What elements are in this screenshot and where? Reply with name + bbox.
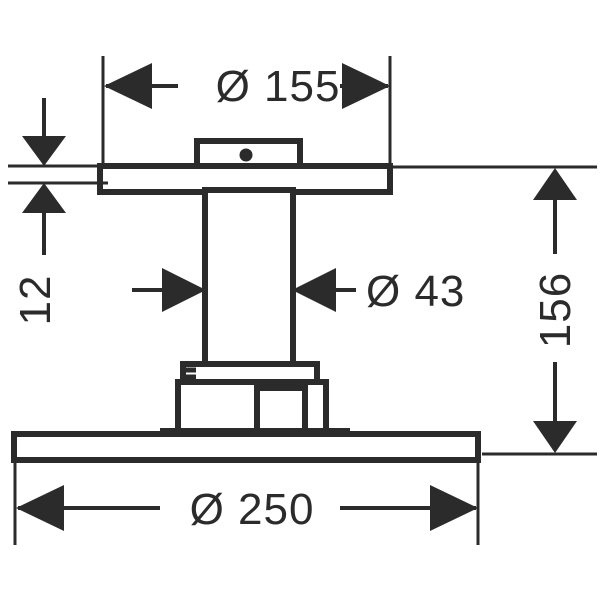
joint-inner-square	[254, 385, 308, 437]
bottom-face-plate	[11, 431, 481, 463]
arrowhead-156-top-icon	[533, 168, 577, 200]
dimension-label-43: Ø 43	[366, 267, 465, 316]
arrowhead-43-right-icon	[292, 268, 336, 312]
dimension-height-12: 12	[8, 98, 108, 325]
dimension-diameter-155: Ø 155	[101, 56, 392, 165]
dimension-label-156: 156	[531, 272, 580, 348]
arrowhead-250-left-icon	[16, 485, 64, 531]
arrowhead-12-top-icon	[22, 136, 66, 166]
dimension-label-12: 12	[11, 275, 60, 326]
connector-tube	[202, 187, 296, 369]
product-outline	[11, 138, 481, 463]
arrowhead-156-bottom-icon	[533, 421, 577, 453]
arrowhead-250-right-icon	[430, 485, 478, 531]
dimension-diameter-250: Ø 250	[13, 462, 480, 545]
arrowhead-155-right-icon	[342, 63, 390, 109]
arrowhead-43-left-icon	[162, 268, 206, 312]
dimension-label-155: Ø 155	[216, 62, 341, 111]
arrowhead-12-bottom-icon	[22, 183, 66, 213]
dimension-height-156: 156	[392, 165, 597, 456]
arrowhead-155-left-icon	[104, 63, 152, 109]
dimension-label-250: Ø 250	[190, 485, 315, 534]
center-dot-icon	[239, 148, 253, 162]
dimension-diameter-43: Ø 43	[132, 267, 465, 316]
